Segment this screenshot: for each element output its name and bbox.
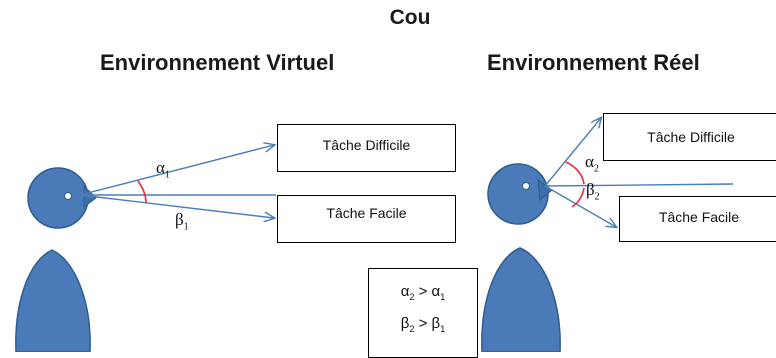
real-angle-arc-beta [571, 187, 585, 208]
virtual-angle-arc [137, 180, 147, 204]
real-difficult-task-box: Tâche Difficile [603, 113, 776, 161]
real-difficult-task-label: Tâche Difficile [647, 129, 735, 145]
angle-comparison-box: α2 > α1 β2 > β1 [368, 268, 478, 358]
real-person-eye [522, 182, 530, 190]
virtual-easy-task-box: Tâche Facile [277, 195, 456, 243]
virtual-sightline-easy [79, 194, 274, 218]
real-easy-task-label: Tâche Facile [658, 209, 740, 225]
real-environment-heading: Environnement Réel [487, 50, 700, 75]
virtual-person-figure [15, 167, 97, 352]
real-beta-label: β2 [586, 180, 600, 203]
beta-inequality: β2 > β1 [400, 315, 446, 334]
virtual-difficult-task-label: Tâche Difficile [322, 137, 411, 153]
virtual-person-head [27, 167, 89, 229]
virtual-beta-label: β1 [175, 210, 189, 233]
real-person-head [487, 163, 549, 225]
real-sightline-reference [544, 183, 734, 187]
virtual-sightline-difficult [79, 145, 274, 196]
real-alpha-label: α2 [585, 152, 599, 175]
virtual-person-body [15, 249, 91, 352]
real-angle-arc-alpha [565, 161, 585, 185]
real-sightline-easy [544, 185, 616, 227]
virtual-easy-task-label: Tâche Facile [326, 205, 407, 221]
real-person-body [481, 247, 561, 352]
real-person-figure [481, 163, 561, 352]
virtual-person-eye [64, 192, 72, 200]
alpha-inequality: α2 > α1 [400, 283, 446, 302]
diagram-title: Cou [389, 6, 431, 29]
real-easy-task-box: Tâche Facile [619, 196, 776, 242]
virtual-difficult-task-box: Tâche Difficile [277, 124, 456, 172]
real-sightline-difficult [544, 118, 601, 187]
virtual-alpha-label: α1 [156, 158, 170, 181]
virtual-environment-heading: Environnement Virtuel [100, 50, 335, 75]
